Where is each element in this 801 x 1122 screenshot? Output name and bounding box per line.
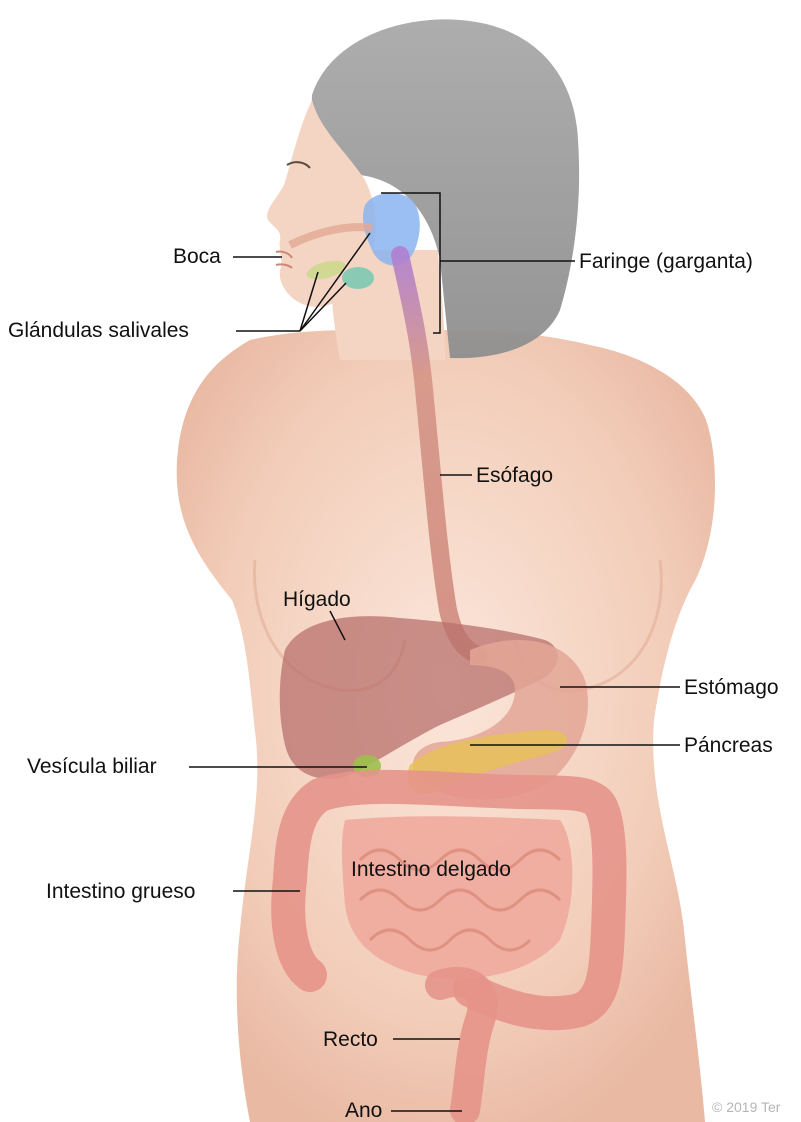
label-glandulas-salivales: Glándulas salivales	[8, 320, 189, 341]
label-pancreas: Páncreas	[684, 735, 773, 756]
torso	[177, 330, 715, 1122]
label-vesicula-biliar: Vesícula biliar	[27, 756, 157, 777]
small-intestine	[342, 816, 572, 978]
label-recto: Recto	[323, 1029, 378, 1050]
label-intestino-delgado: Intestino delgado	[351, 859, 511, 880]
label-higado: Hígado	[283, 589, 351, 610]
label-estomago: Estómago	[684, 677, 779, 698]
label-faringe: Faringe (garganta)	[579, 251, 753, 272]
label-ano: Ano	[345, 1100, 382, 1121]
label-esofago: Esófago	[476, 465, 553, 486]
label-intestino-grueso: Intestino grueso	[46, 881, 195, 902]
label-boca: Boca	[173, 246, 221, 267]
salivary-gland-submandibular	[342, 267, 374, 289]
copyright-notice: © 2019 Ter	[712, 1100, 780, 1114]
